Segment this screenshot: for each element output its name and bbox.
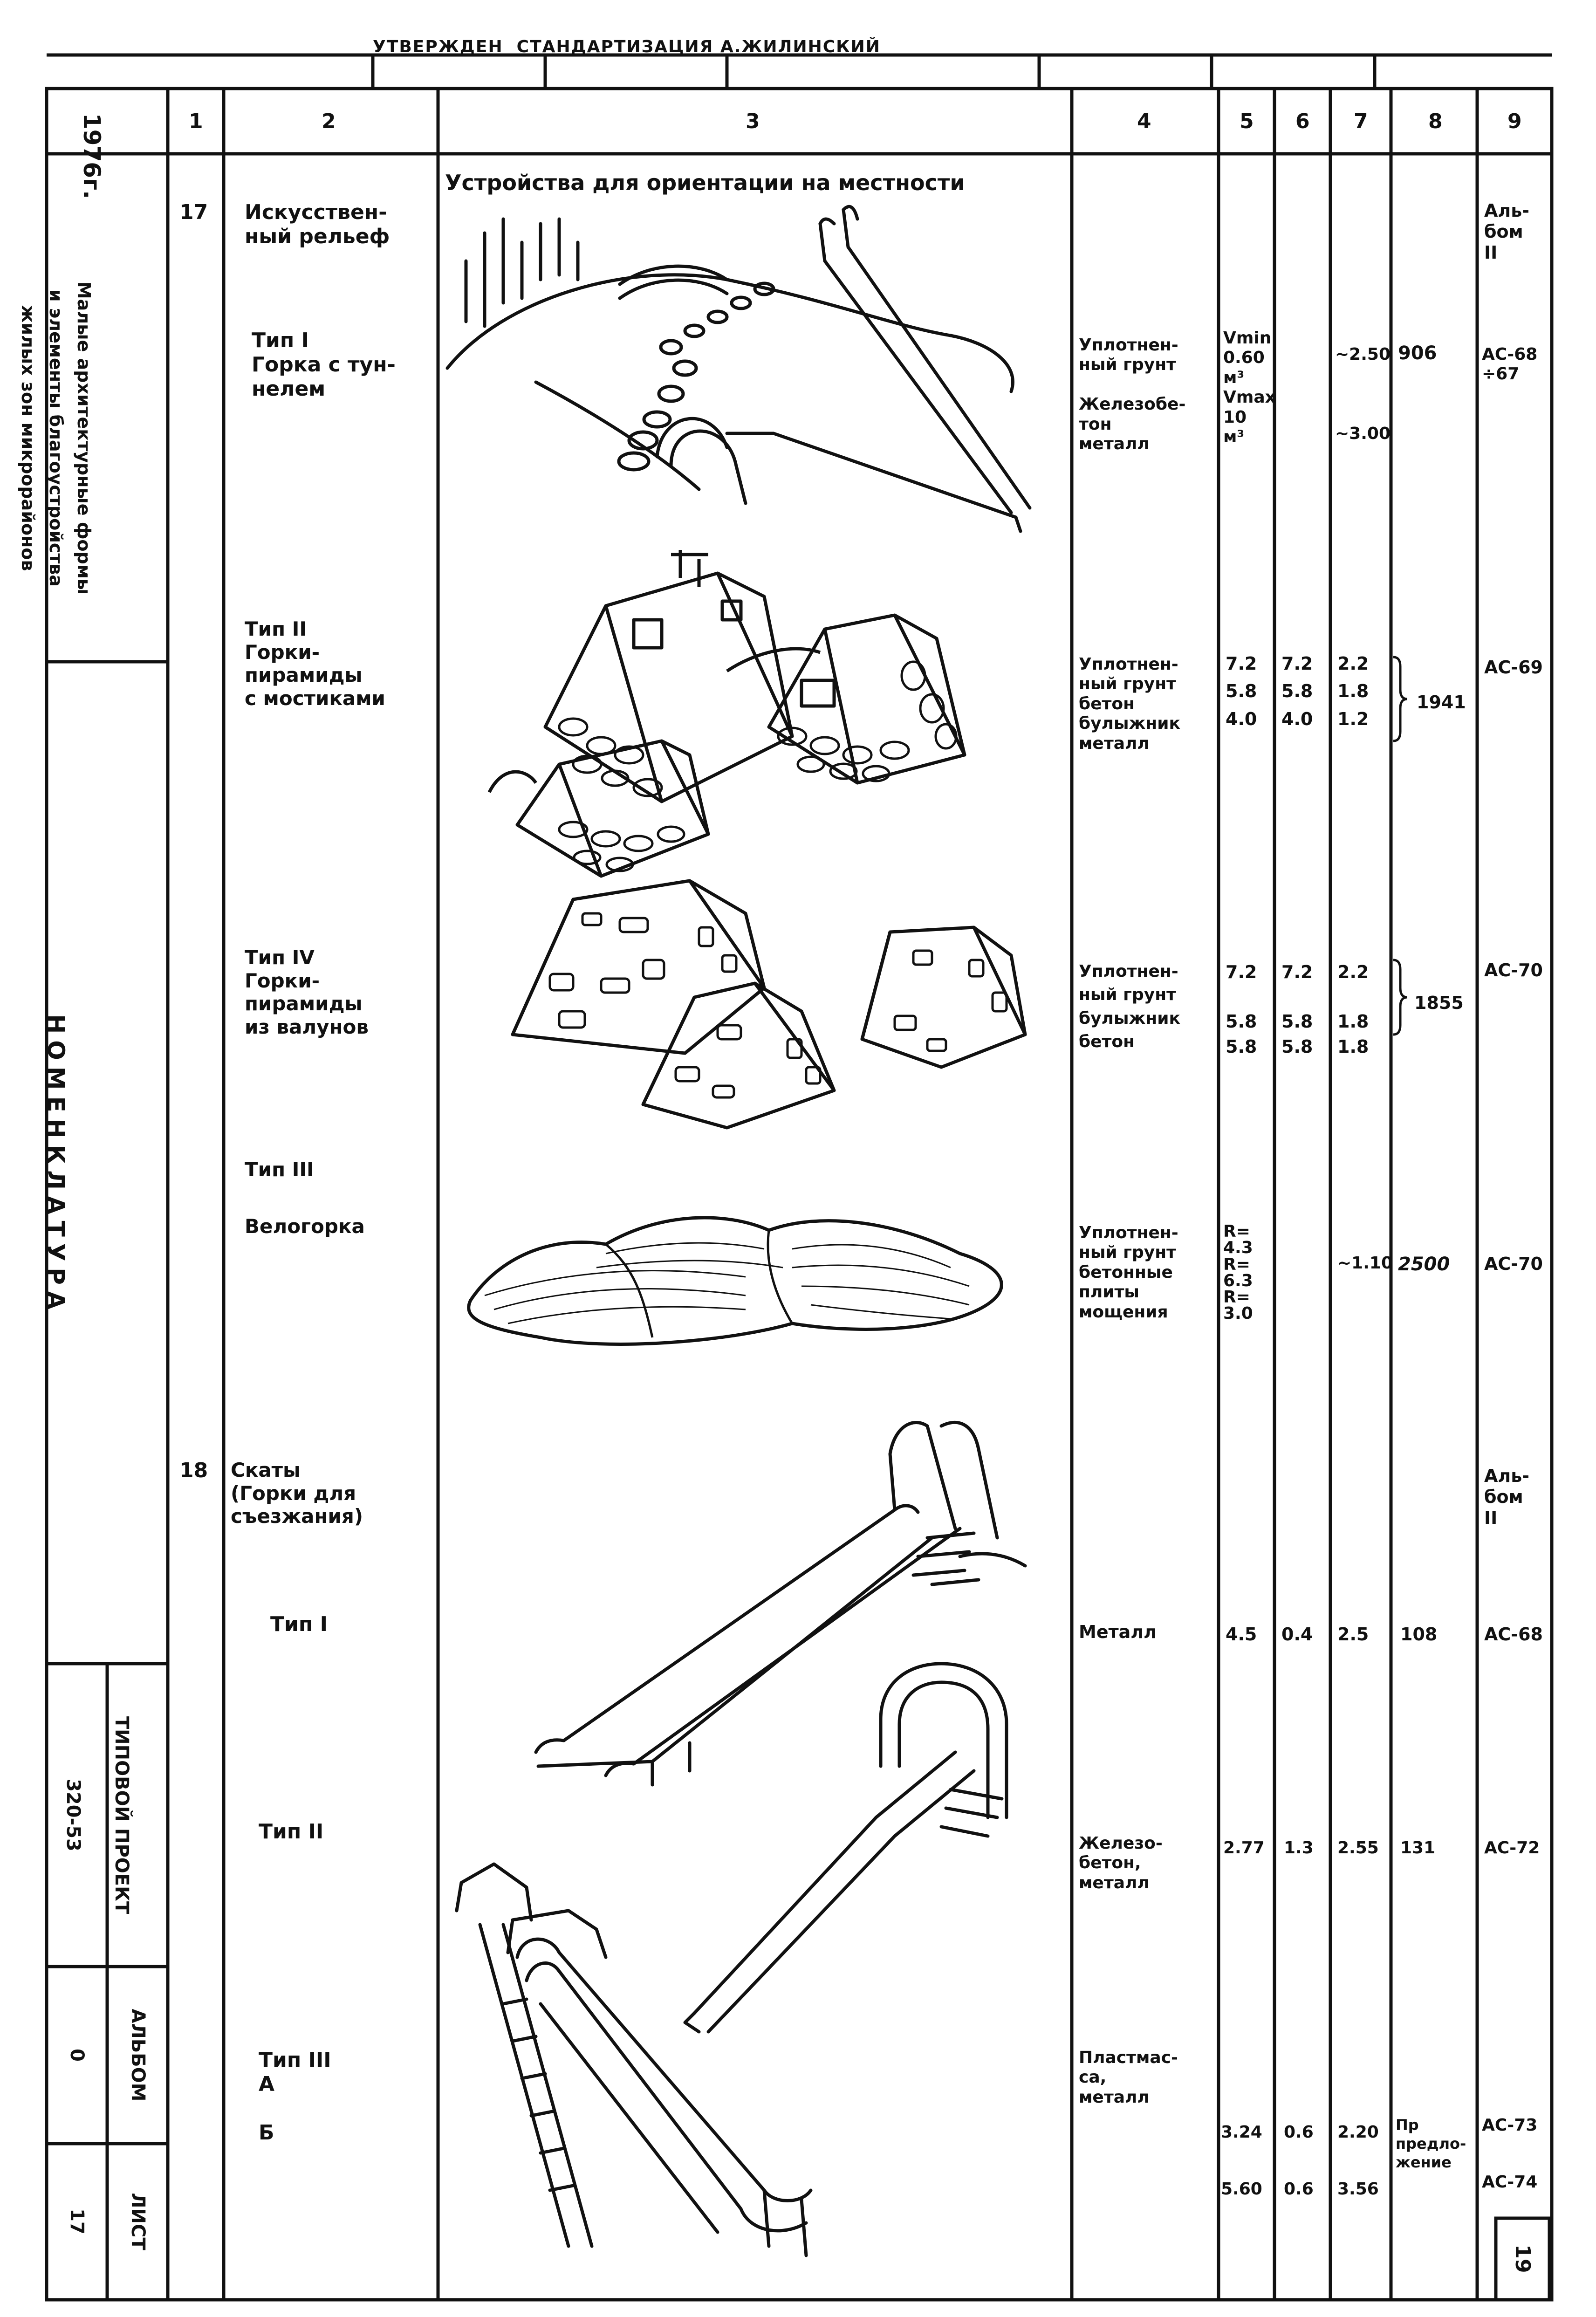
type4-ref: АС-70 [1484, 960, 1543, 980]
type2-name: Тип II Горки- пирамиды с мостиками [245, 617, 385, 710]
slide3-c7: 2.20 3.56 [1337, 2123, 1379, 2199]
type1-name: Тип I Горка с тун- нелем [252, 329, 396, 401]
side-title-line3: жилых зон микрорайонов [18, 305, 38, 571]
side-nomenclature: НОМЕНКЛАТУРА [42, 1014, 69, 1316]
col-number-7: 7 [1354, 110, 1368, 133]
type3-c5: R= 4.3 R= 6.3 R= 3.0 [1223, 1222, 1253, 1323]
slide1-material: Металл [1079, 1622, 1157, 1642]
slide1-c7: 2.5 [1337, 1624, 1369, 1645]
type2-c8: 1941 [1417, 692, 1466, 713]
col-number-6: 6 [1295, 110, 1310, 133]
slide3-ref: АС-73 АС-74 [1482, 2116, 1538, 2192]
page-number: 19 [1511, 2244, 1534, 2273]
side-year: 1976г. [78, 113, 105, 199]
slide2-c6: 1.3 [1284, 1838, 1314, 1858]
slide2-name: Тип II [259, 1820, 324, 1844]
slide2-c8: 131 [1400, 1838, 1436, 1858]
type4-c6: 7.2 5.8 5.8 [1281, 962, 1313, 1057]
type1-c7: ~2.50 ~3.00 [1335, 345, 1391, 443]
slide3-c8: Пр предло- жение [1396, 2116, 1466, 2171]
side-title-line1: Малые архитектурные формы [74, 281, 94, 595]
type4-material: Уплотнен- ный грунт булыжник бетон [1079, 962, 1180, 1052]
type3-material: Уплотнен- ный грунт бетонные плиты мощен… [1079, 1223, 1178, 1322]
row-18-name: Скаты (Горки для съезжания) [231, 1459, 363, 1528]
slide2-c5: 2.77 [1223, 1838, 1265, 1858]
row-18-ref: Аль- бом II [1484, 1466, 1530, 1528]
slide3-name: Тип III А Б [259, 2048, 331, 2145]
side-sheet-value: 17 [66, 2208, 88, 2235]
row-17-ref: Аль- бом II [1484, 200, 1530, 263]
col-number-4: 4 [1137, 110, 1151, 133]
slide2-material: Железо- бетон, металл [1079, 1834, 1163, 1892]
slide2-ref: АС-72 [1484, 1838, 1540, 1858]
type4-c8: 1855 [1414, 993, 1464, 1013]
type4-c5: 7.2 5.8 5.8 [1226, 962, 1257, 1057]
type2-c5: 7.2 5.8 4.0 [1226, 653, 1257, 729]
slide1-c8: 108 [1400, 1624, 1438, 1645]
side-project-number: 320-53 [62, 1779, 84, 1851]
type1-c8: 906 [1398, 343, 1437, 364]
type1-material: Уплотнен- ный грунт Железобе- тон металл [1079, 336, 1186, 454]
type3-c7: ~1.10 [1337, 1254, 1393, 1273]
type3-c8: 2500 [1398, 1254, 1450, 1275]
row-18-number: 18 [179, 1459, 208, 1482]
type4-c7: 2.2 1.8 1.8 [1337, 962, 1369, 1057]
slide1-c6: 0.4 [1281, 1624, 1313, 1645]
slide1-name: Тип I [270, 1612, 328, 1636]
type2-material: Уплотнен- ный грунт бетон булыжник метал… [1079, 655, 1180, 753]
slide1-ref: АС-68 [1484, 1624, 1543, 1645]
side-title-line2: и элементы благоустройства [46, 289, 66, 587]
col-number-1: 1 [189, 110, 203, 133]
side-album-value: 0 [66, 2049, 88, 2062]
top-stamp: УТВЕРЖДЕН СТАНДАРТИЗАЦИЯ А.ЖИЛИНСКИЙ [373, 37, 881, 56]
type3-name: Тип III Велогорка [245, 1158, 365, 1238]
side-project-label: ТИПОВОЙ ПРОЕКТ [111, 1716, 132, 1914]
slide3-c6: 0.6 0.6 [1284, 2123, 1314, 2199]
type2-c6: 7.2 5.8 4.0 [1281, 653, 1313, 729]
section-header: Устройства для ориентации на местности [445, 170, 965, 195]
slide3-c5: 3.24 5.60 [1221, 2123, 1262, 2199]
slide3-material: Пластмас- са, металл [1079, 2048, 1178, 2107]
side-album-label: АЛЬБОМ [127, 2009, 149, 2102]
type1-ref: АС-68 ÷67 [1482, 345, 1538, 384]
col-number-5: 5 [1240, 110, 1254, 133]
type1-c5: Vmin 0.60 м³ Vmax 10 м³ [1223, 329, 1276, 447]
side-sheet-label: ЛИСТ [127, 2193, 149, 2250]
col-number-3: 3 [746, 110, 760, 133]
col-number-2: 2 [322, 110, 336, 133]
slide2-c7: 2.55 [1337, 1838, 1379, 1858]
type2-ref: АС-69 [1484, 657, 1543, 678]
col-number-8: 8 [1428, 110, 1443, 133]
type3-ref: АС-70 [1484, 1254, 1543, 1274]
row-17-name: Искусствен- ный рельеф [245, 200, 390, 248]
type2-c7: 2.2 1.8 1.2 [1337, 653, 1369, 729]
slide1-c5: 4.5 [1226, 1624, 1257, 1645]
col-number-9: 9 [1507, 110, 1522, 133]
type4-name: Тип IV Горки- пирамиды из валунов [245, 946, 369, 1038]
row-17-number: 17 [179, 200, 208, 224]
